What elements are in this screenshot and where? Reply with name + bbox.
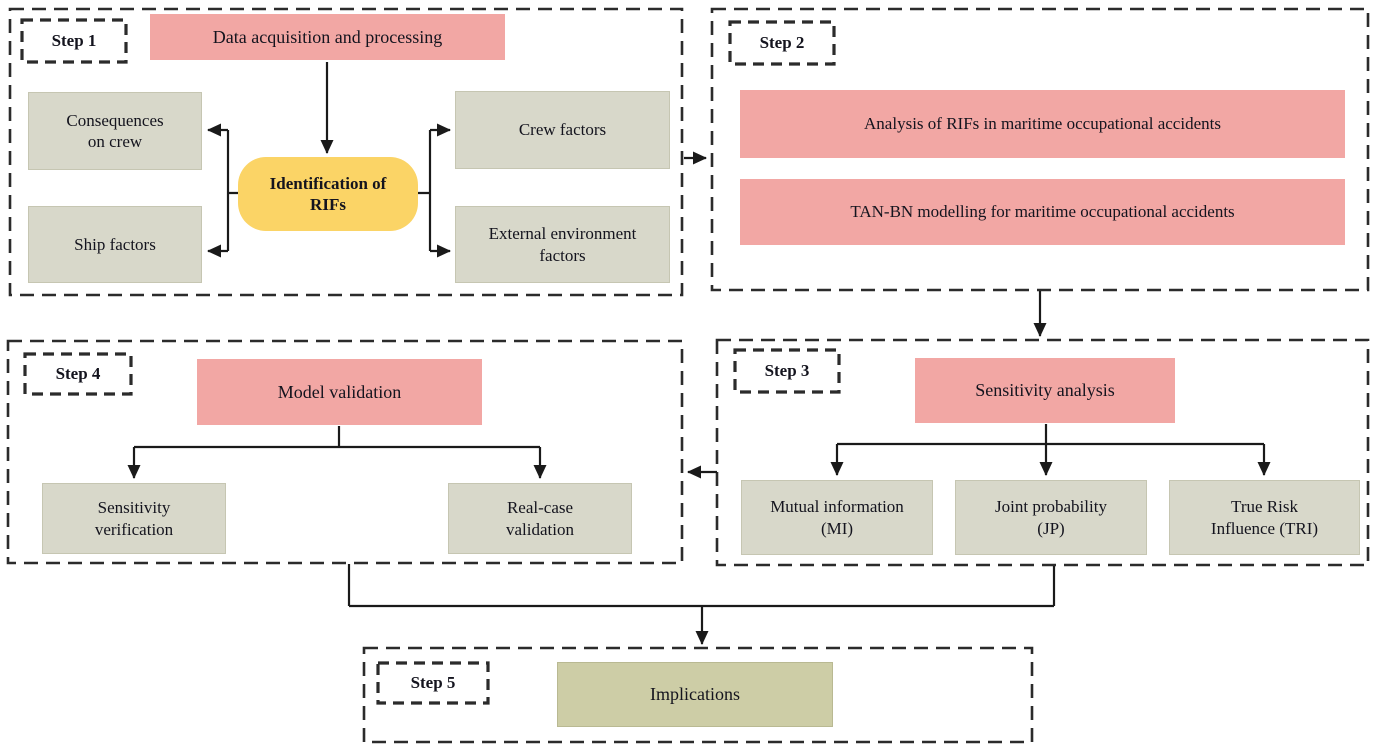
step2-container: [710, 7, 1370, 292]
node-mutual-information: Mutual information (MI): [741, 480, 933, 555]
node-true-risk-influence: True Risk Influence (TRI): [1169, 480, 1360, 555]
node-data-acquisition: Data acquisition and processing: [150, 14, 505, 60]
step5-container: [362, 646, 1034, 744]
step1-label-box: [20, 18, 128, 64]
node-ship-factors: Ship factors: [28, 206, 202, 283]
node-sensitivity-verification: Sensitivity verification: [42, 483, 226, 554]
node-implications: Implications: [557, 662, 833, 727]
step1-container: [8, 7, 684, 297]
node-external-environment-factors: External environment factors: [455, 206, 670, 283]
step4-branch-lines: [134, 426, 540, 449]
arrows: [127, 62, 1271, 645]
node-joint-probability: Joint probability (JP): [955, 480, 1147, 555]
node-consequences-on-crew: Consequences on crew: [28, 92, 202, 170]
step3-container: [715, 338, 1370, 567]
node-analysis-of-rifs: Analysis of RIFs in maritime occupationa…: [740, 90, 1345, 158]
step1-label: Step 1: [51, 31, 97, 50]
node-model-validation: Model validation: [197, 359, 482, 425]
step4-container: [6, 339, 684, 565]
step3-label-box: [733, 348, 841, 394]
bracket-left: [226, 130, 238, 251]
node-sensitivity-analysis: Sensitivity analysis: [915, 358, 1175, 423]
node-crew-factors: Crew factors: [455, 91, 670, 169]
step5-label: Step 5: [410, 673, 456, 692]
step2-label-box: [728, 20, 836, 66]
node-real-case-validation: Real-case validation: [448, 483, 632, 554]
step5-label-box: [376, 661, 490, 705]
step3-branch-lines: [837, 424, 1264, 446]
node-tan-bn-modelling: TAN-BN modelling for maritime occupation…: [740, 179, 1345, 245]
step2-label: Step 2: [759, 33, 805, 52]
step4-label-box: [23, 352, 133, 396]
bracket-right: [418, 130, 432, 251]
step-dashed-containers: [6, 7, 1370, 744]
merge-lines: [347, 564, 1056, 608]
step3-label: Step 3: [764, 361, 810, 380]
step4-label: Step 4: [55, 364, 101, 383]
node-identification-of-rifs: Identification of RIFs: [238, 157, 418, 231]
